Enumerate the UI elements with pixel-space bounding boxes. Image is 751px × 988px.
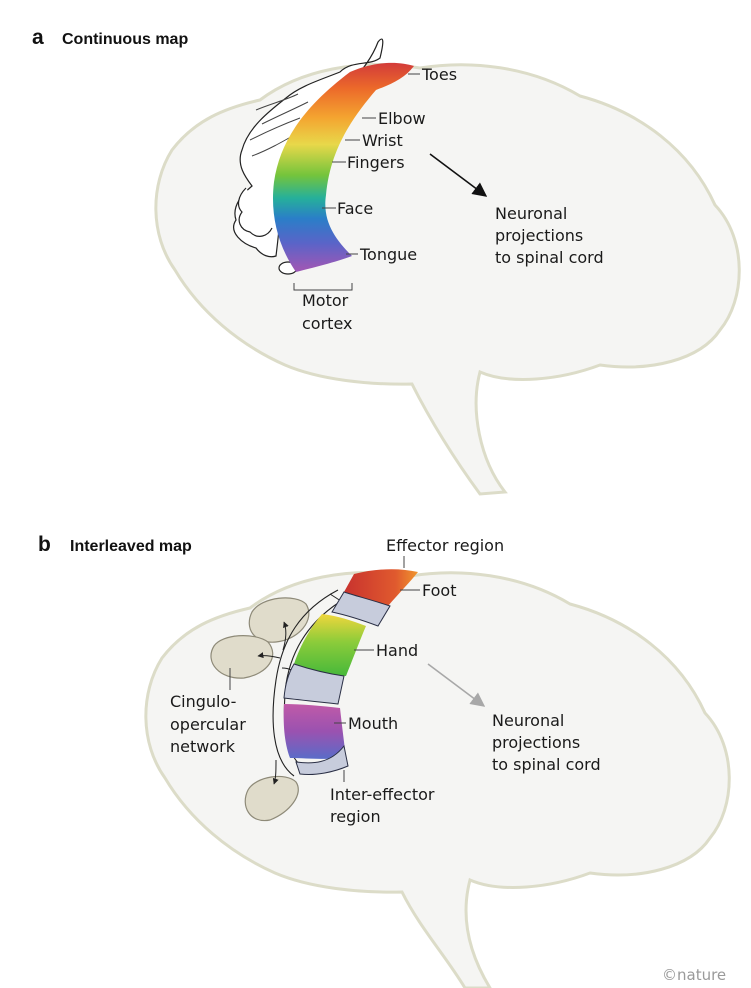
label-projections-a-2: projections <box>495 226 583 245</box>
label-cingulo-3: network <box>170 737 236 756</box>
panel-b-letter: b <box>38 533 51 556</box>
foot-effector-region <box>344 569 418 606</box>
label-wrist: Wrist <box>362 131 403 150</box>
label-projections-a-1: Neuronal <box>495 204 567 223</box>
panel-b-title: Interleaved map <box>70 538 192 555</box>
label-projections-b-1: Neuronal <box>492 711 564 730</box>
inter-effector-segment-1 <box>331 591 391 627</box>
label-inter-effector-2: region <box>330 807 381 826</box>
projection-arrow-a <box>429 153 488 197</box>
label-fingers: Fingers <box>347 153 405 172</box>
label-motor-cortex-1: Motor <box>302 291 349 310</box>
nature-credit: ©nature <box>662 966 726 984</box>
hand-effector-region <box>294 614 366 676</box>
panel-a-title: Continuous map <box>62 31 188 48</box>
label-projections-b-3: to spinal cord <box>492 755 601 774</box>
label-projections-b-2: projections <box>492 733 580 752</box>
brain-outline-a <box>154 63 741 496</box>
label-mouth: Mouth <box>348 714 398 733</box>
label-tongue: Tongue <box>359 245 417 264</box>
label-cingulo-1: Cingulo- <box>170 692 236 711</box>
label-effector-region: Effector region <box>386 536 504 555</box>
leaders-a <box>293 73 420 291</box>
label-cingulo-2: opercular <box>170 715 246 734</box>
network-blob-3 <box>244 775 299 822</box>
label-elbow: Elbow <box>378 109 426 128</box>
brain-outline-b <box>144 571 731 988</box>
inter-effector-segment-3 <box>295 744 349 775</box>
panel-a-letter: a <box>32 26 44 49</box>
label-motor-cortex-2: cortex <box>302 314 352 333</box>
projection-arrow-b <box>427 663 486 707</box>
motor-cortex-strip <box>272 62 414 272</box>
label-projections-a-3: to spinal cord <box>495 248 604 267</box>
inter-effector-segment-2 <box>283 663 345 705</box>
label-hand: Hand <box>376 641 418 660</box>
network-blob-1 <box>248 597 310 643</box>
label-inter-effector-1: Inter-effector <box>330 785 435 804</box>
label-face: Face <box>337 199 373 218</box>
network-blob-2 <box>210 635 274 679</box>
mouth-effector-region <box>283 704 346 759</box>
leaders-b <box>229 556 420 782</box>
label-foot: Foot <box>422 581 456 600</box>
label-toes: Toes <box>421 65 457 84</box>
